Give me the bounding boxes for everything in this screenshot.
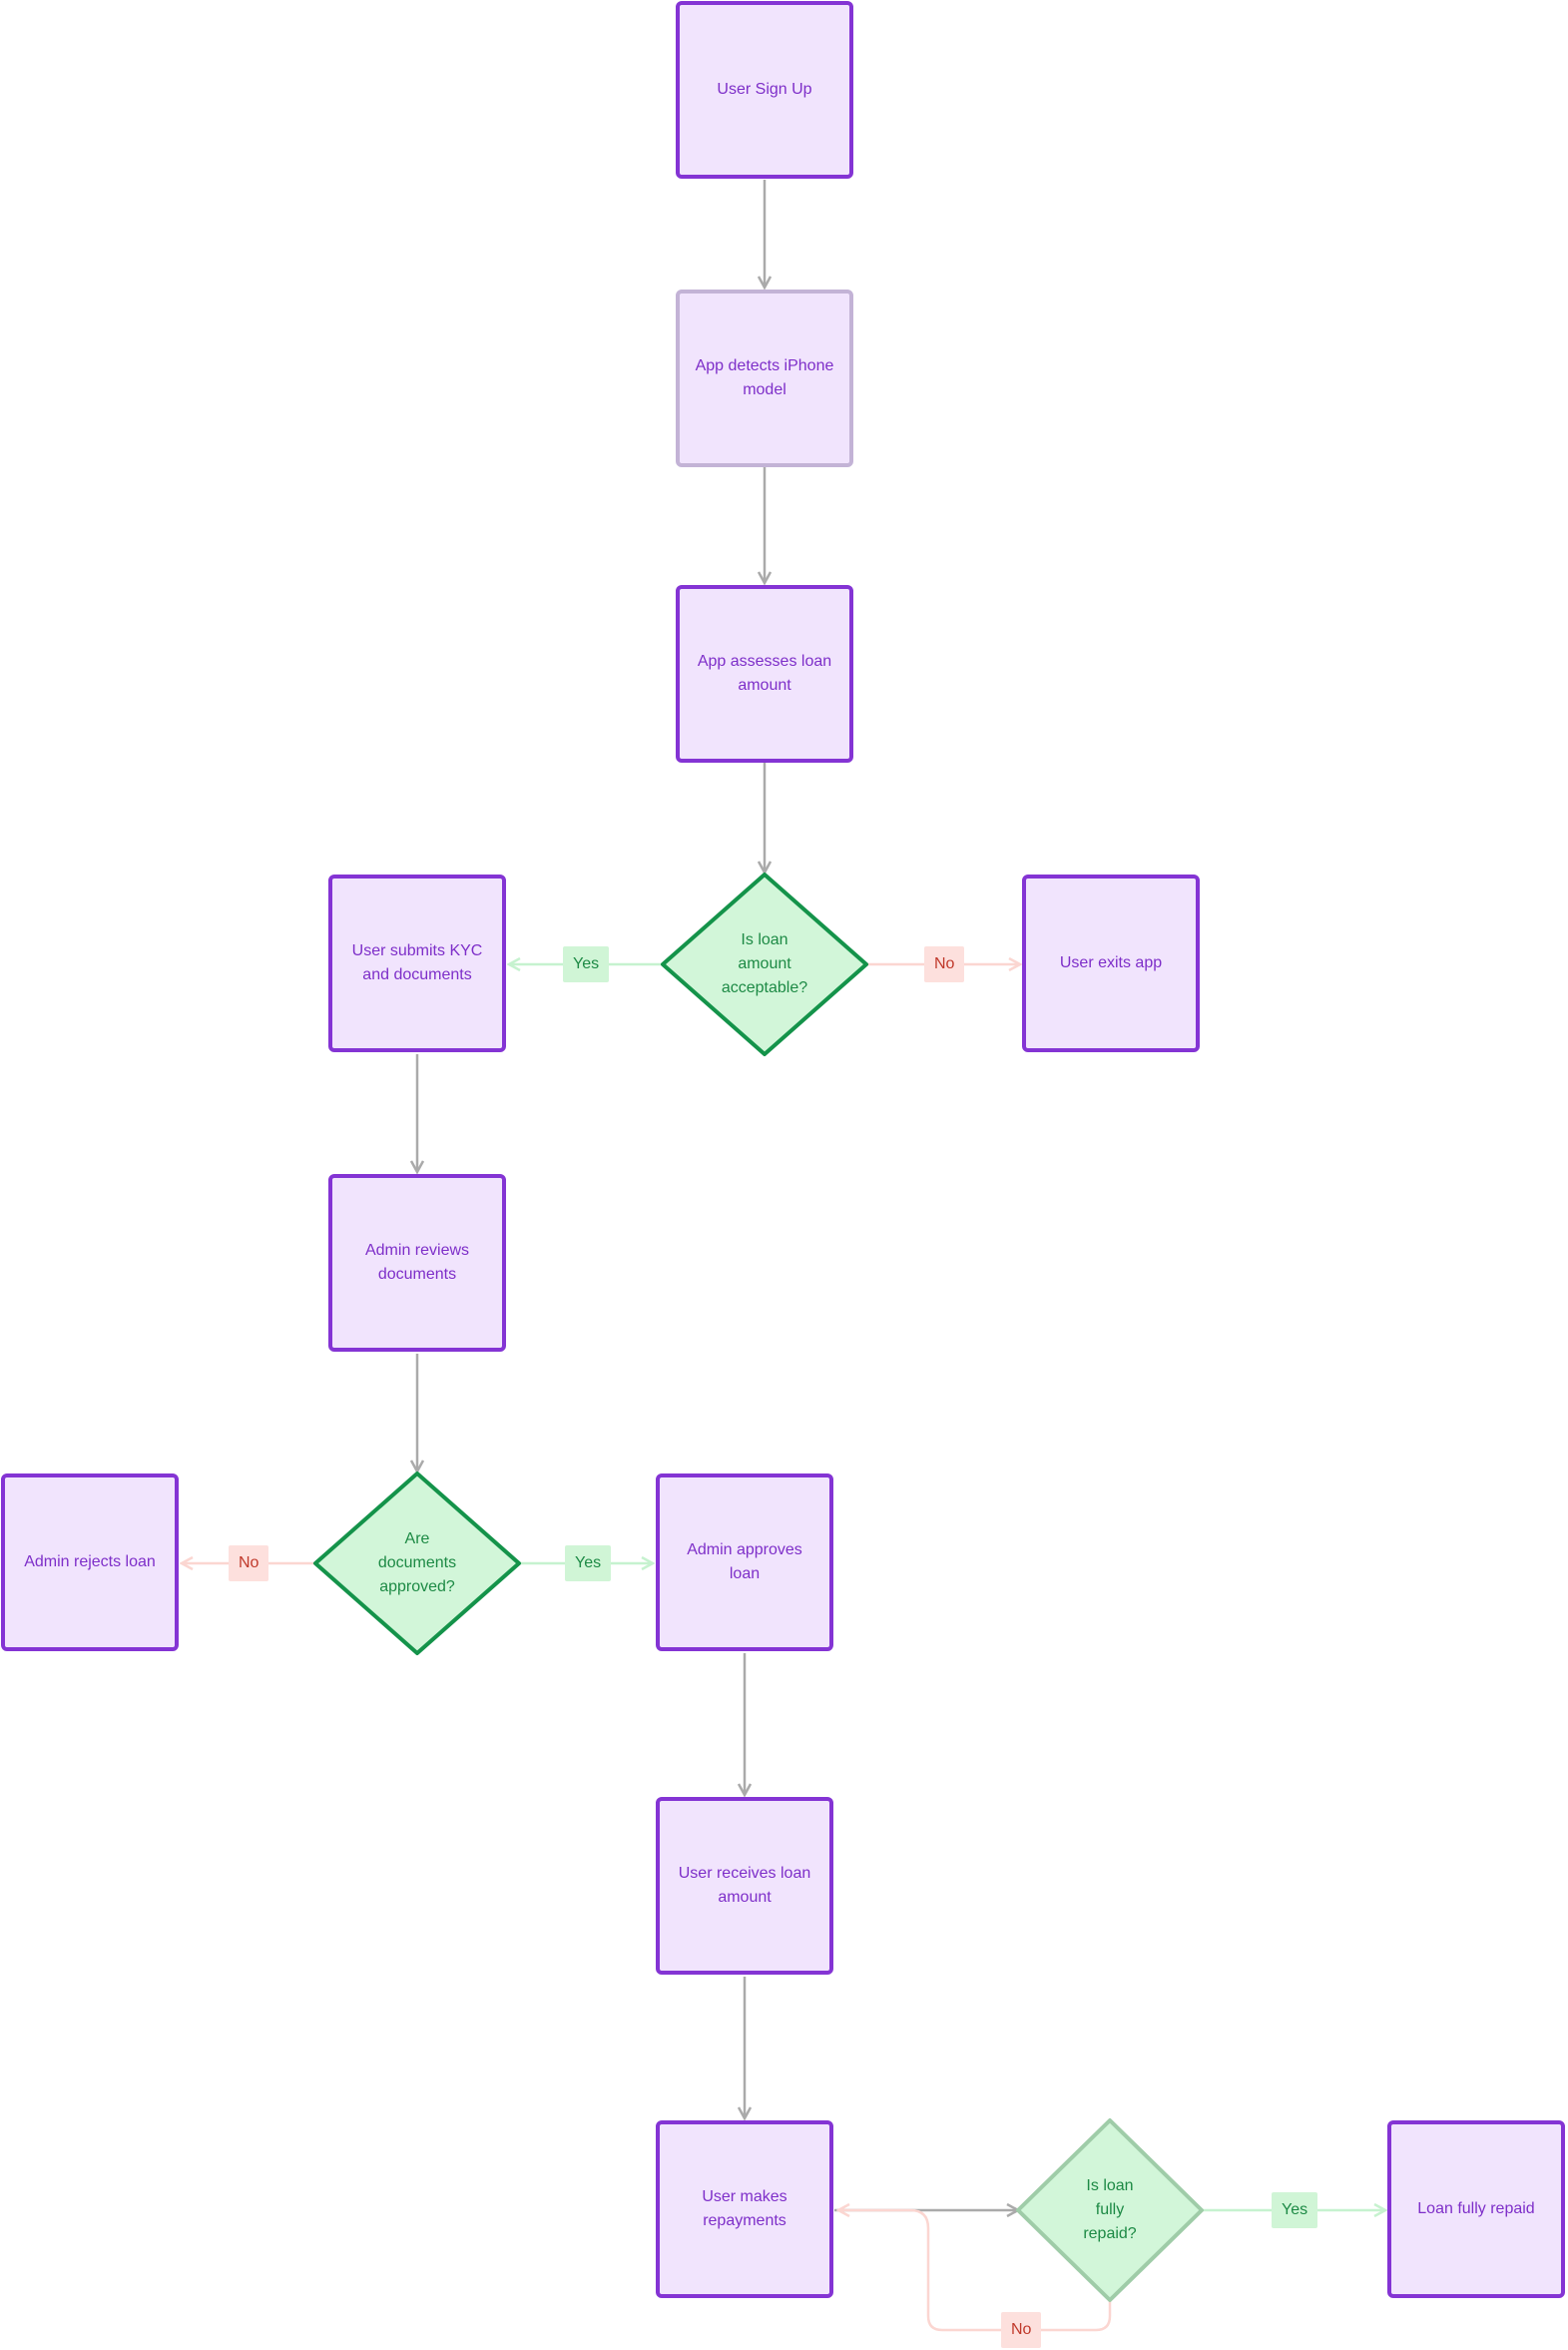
edge-label-repaid-no: No — [1001, 2312, 1042, 2348]
decision-amount-shape — [661, 873, 868, 1056]
node-loan-fully-repaid: Loan fully repaid — [1387, 2120, 1565, 2298]
edge-label-amount-no: No — [924, 946, 965, 982]
edge-label-amount-yes: Yes — [563, 946, 610, 982]
decision-docs-label: Are documents approved? — [377, 1530, 457, 1595]
decision-amount: Is loan amount acceptable? — [663, 875, 866, 1054]
decision-docs: Are documents approved? — [315, 1473, 519, 1653]
decision-repaid: Is loan fully repaid? — [1006, 2120, 1214, 2300]
node-admin-reviews: Admin reviews documents — [328, 1174, 506, 1352]
edge-label-docs-yes: Yes — [565, 1545, 612, 1581]
node-user-sign-up: User Sign Up — [676, 1, 853, 179]
node-admin-rejects: Admin rejects loan — [1, 1473, 179, 1651]
node-app-assesses-loan: App assesses loan amount — [676, 585, 853, 763]
node-app-detects-iphone: App detects iPhone model — [676, 290, 853, 467]
node-user-exits-app: User exits app — [1022, 875, 1200, 1052]
node-user-receives: User receives loan amount — [656, 1797, 833, 1975]
edge-label-docs-no: No — [229, 1545, 269, 1581]
decision-docs-shape — [313, 1471, 521, 1655]
node-user-submits-kyc: User submits KYC and documents — [328, 875, 506, 1052]
decision-repaid-shape — [1016, 2118, 1204, 2302]
edge-repaid-no — [838, 2210, 1112, 2332]
node-user-repays: User makes repayments — [656, 2120, 833, 2298]
edge-label-repaid-yes: Yes — [1272, 2192, 1318, 2228]
decision-amount-label: Is loan amount acceptable? — [721, 931, 808, 996]
node-admin-approves: Admin approves loan — [656, 1473, 833, 1651]
decision-repaid-label: Is loan fully repaid? — [1083, 2177, 1137, 2242]
